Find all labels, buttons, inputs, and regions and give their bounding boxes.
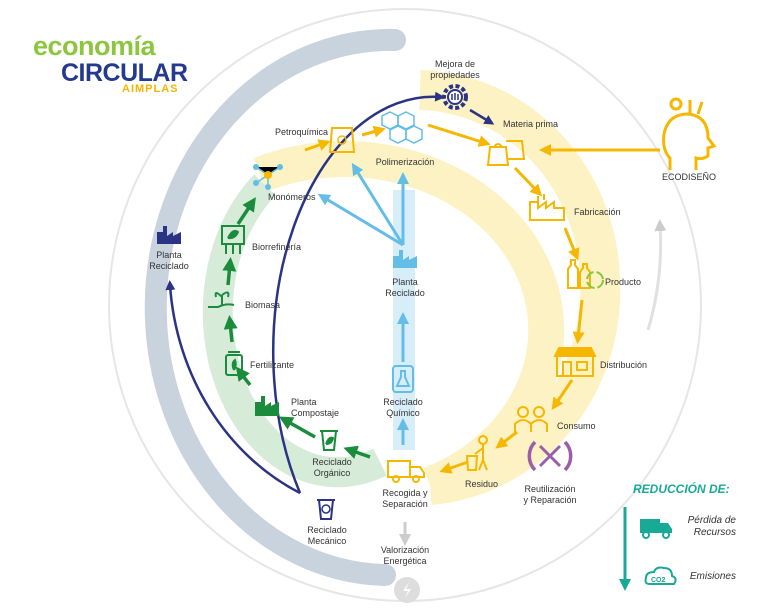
label-fertilizante: Fertilizante <box>250 360 294 370</box>
design-head-icon <box>662 97 717 170</box>
reutilizacion-arrows <box>527 440 573 472</box>
label-biomasa: Biomasa <box>245 300 280 310</box>
logo-circular: CIRCULAR <box>61 59 188 87</box>
label-monomeros: Monómeros <box>268 192 316 202</box>
recycle-icon <box>586 271 604 289</box>
truck-icon <box>640 519 672 539</box>
logo-economia: economía <box>33 31 156 61</box>
grey-arrow-ecodiseno <box>646 219 667 331</box>
svg-text:CO2: CO2 <box>651 577 666 584</box>
reduccion-title: REDUCCIÓN DE: <box>633 482 730 496</box>
label-polimerizacion: Polimerización <box>376 157 435 167</box>
tools-icon <box>538 444 562 468</box>
biorefinery-icon <box>221 225 245 254</box>
label-residuo: Residuo <box>465 479 498 489</box>
bottle-icon <box>567 259 591 289</box>
raw-material-icon <box>486 140 526 166</box>
co2-cloud-icon: CO2 <box>644 566 677 585</box>
fertilizer-icon <box>225 351 243 376</box>
label-fabricacion: Fabricación <box>574 207 621 217</box>
flask-icon <box>392 365 414 393</box>
people-icon <box>514 406 548 432</box>
factory-icon <box>529 194 565 221</box>
label-producto: Producto <box>605 277 641 287</box>
yellow-band <box>253 141 565 502</box>
organic-bin-icon <box>320 430 338 451</box>
polymer-icon <box>381 111 423 144</box>
green-flow-arrows <box>222 197 371 459</box>
blue-flow-arrows <box>317 162 409 445</box>
biomass-icon <box>208 291 235 308</box>
garbage-truck-icon <box>387 460 425 483</box>
label-distribucion: Distribución <box>600 360 647 370</box>
recycling-plant-icon-center <box>393 250 417 268</box>
grey-band <box>144 28 406 586</box>
waste-person-icon <box>465 435 488 471</box>
reduccion-item-emisiones: Emisiones <box>689 571 736 582</box>
compost-plant-icon <box>255 396 279 416</box>
yellow-flow-arrows <box>304 123 660 474</box>
yellow-band-right <box>419 70 621 505</box>
label-materia-prima: Materia prima <box>503 119 558 129</box>
logo-aimplas: AIMPLAS <box>122 83 179 95</box>
navy-flow-arrows <box>165 108 495 495</box>
shop-icon <box>553 347 597 377</box>
recycle-bin-icon <box>317 499 335 520</box>
molecule-icon <box>253 164 283 190</box>
label-consumo: Consumo <box>557 421 596 431</box>
gear-icon <box>442 84 468 110</box>
label-biorrefineria: Biorrefinería <box>252 242 301 252</box>
energy-icon <box>394 577 420 603</box>
label-petroquimica: Petroquímica <box>275 127 328 137</box>
refinery-icon <box>328 127 356 153</box>
label-ecodiseno: ECODISEÑO <box>662 172 716 182</box>
recycling-plant-icon-left <box>157 226 181 244</box>
